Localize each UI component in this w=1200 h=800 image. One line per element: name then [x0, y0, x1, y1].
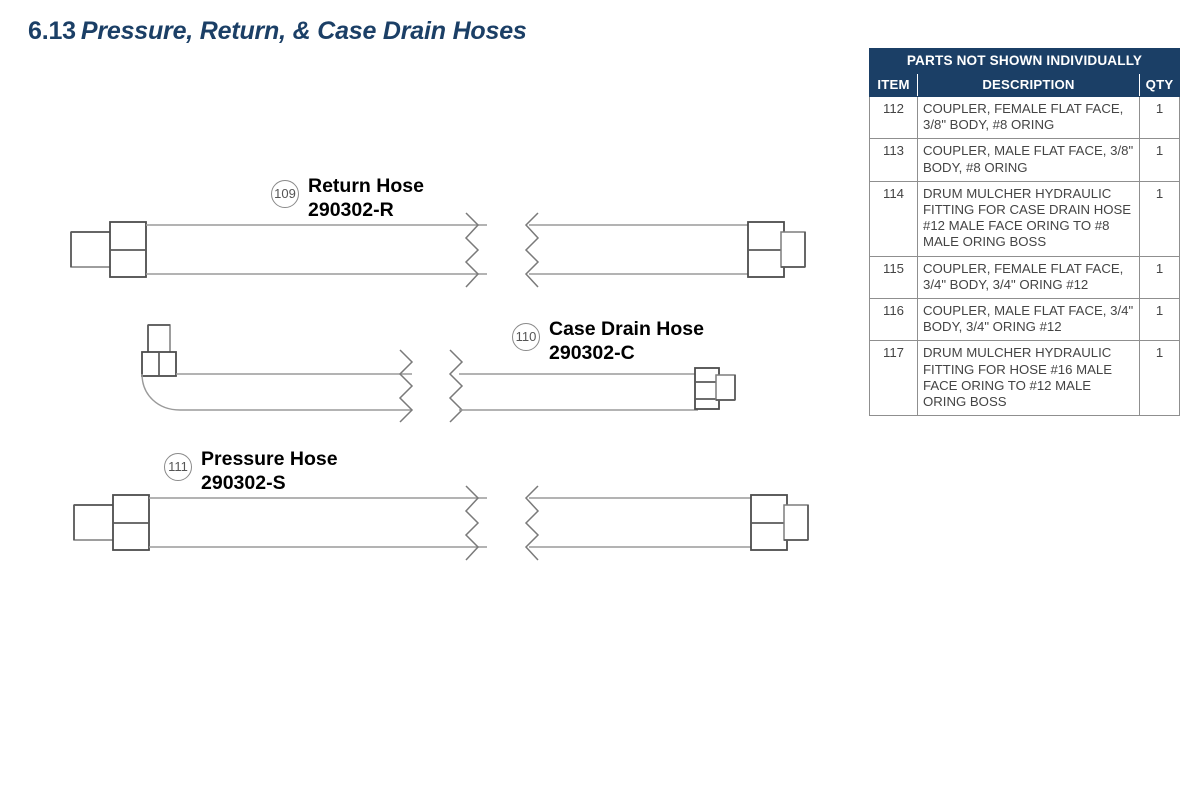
section-title-text: Pressure, Return, & Case Drain Hoses: [80, 17, 527, 45]
callout-case-drain-hose: 110 Case Drain Hose 290302-C: [512, 318, 704, 365]
table-row: 114 DRUM MULCHER HYDRAULIC FITTING FOR C…: [869, 180, 1181, 257]
cell-item: 112: [869, 95, 918, 140]
parts-not-shown-table: PARTS NOT SHOWN INDIVIDUALLY ITEM DESCRI…: [869, 48, 1181, 417]
cell-item: 115: [869, 255, 918, 300]
callout-111-partnum: 290302-S: [201, 471, 286, 494]
cell-description: DRUM MULCHER HYDRAULIC FITTING FOR CASE …: [917, 180, 1140, 257]
case-drain-hose-drawing: [141, 324, 736, 423]
cell-item: 117: [869, 340, 918, 417]
callout-label-111: Pressure Hose 290302-S: [201, 448, 338, 495]
column-header-item: ITEM: [869, 73, 918, 97]
cell-qty: 1: [1138, 255, 1181, 300]
callout-109-name: Return Hose: [308, 175, 424, 197]
table-row: 117 DRUM MULCHER HYDRAULIC FITTING FOR H…: [869, 340, 1181, 417]
hose-drawings: .ln { fill:none; stroke:#9a9a9a; stroke-…: [70, 212, 809, 561]
cell-item: 116: [869, 298, 918, 342]
cell-qty: 1: [1138, 138, 1181, 182]
column-header-qty: QTY: [1138, 73, 1181, 97]
cell-qty: 1: [1138, 180, 1181, 257]
cell-item: 113: [869, 138, 918, 182]
cell-qty: 1: [1138, 298, 1181, 342]
table-title-row: PARTS NOT SHOWN INDIVIDUALLY: [869, 48, 1180, 74]
balloon-111: 111: [164, 453, 192, 481]
callout-label-110: Case Drain Hose 290302-C: [549, 318, 704, 365]
table-title: PARTS NOT SHOWN INDIVIDUALLY: [869, 48, 1180, 74]
cell-description: COUPLER, MALE FLAT FACE, 3/4" BODY, 3/4"…: [917, 298, 1140, 342]
table-header-row: ITEM DESCRIPTION QTY: [869, 73, 1181, 97]
cell-description: COUPLER, FEMALE FLAT FACE, 3/4" BODY, 3/…: [917, 255, 1140, 300]
balloon-109: 109: [271, 180, 299, 208]
callout-110-partnum: 290302-C: [549, 341, 635, 364]
cell-item: 114: [869, 180, 918, 257]
table-row: 116 COUPLER, MALE FLAT FACE, 3/4" BODY, …: [869, 298, 1181, 342]
hose-diagram: .ln { fill:none; stroke:#9a9a9a; stroke-…: [70, 175, 809, 561]
column-header-description: DESCRIPTION: [917, 73, 1140, 97]
table-row: 115 COUPLER, FEMALE FLAT FACE, 3/4" BODY…: [869, 255, 1181, 300]
cell-description: COUPLER, FEMALE FLAT FACE, 3/8" BODY, #8…: [917, 95, 1140, 140]
table-body: 112 COUPLER, FEMALE FLAT FACE, 3/8" BODY…: [869, 95, 1181, 417]
table-row: 112 COUPLER, FEMALE FLAT FACE, 3/8" BODY…: [869, 95, 1181, 140]
callout-return-hose: 109 Return Hose 290302-R: [271, 175, 424, 222]
callout-110-name: Case Drain Hose: [549, 318, 704, 340]
callout-109-partnum: 290302-R: [308, 198, 394, 221]
cell-description: DRUM MULCHER HYDRAULIC FITTING FOR HOSE …: [917, 340, 1140, 417]
cell-description: COUPLER, MALE FLAT FACE, 3/8" BODY, #8 O…: [917, 138, 1140, 182]
pressure-hose-drawing: [73, 485, 809, 561]
cell-qty: 1: [1138, 95, 1181, 140]
cell-qty: 1: [1138, 340, 1181, 417]
section-number: 6.13: [28, 17, 76, 45]
balloon-110: 110: [512, 323, 540, 351]
return-hose-drawing: [70, 212, 806, 288]
callout-111-name: Pressure Hose: [201, 448, 338, 470]
callout-label-109: Return Hose 290302-R: [308, 175, 424, 222]
callout-pressure-hose: 111 Pressure Hose 290302-S: [164, 448, 338, 495]
table-row: 113 COUPLER, MALE FLAT FACE, 3/8" BODY, …: [869, 138, 1181, 182]
